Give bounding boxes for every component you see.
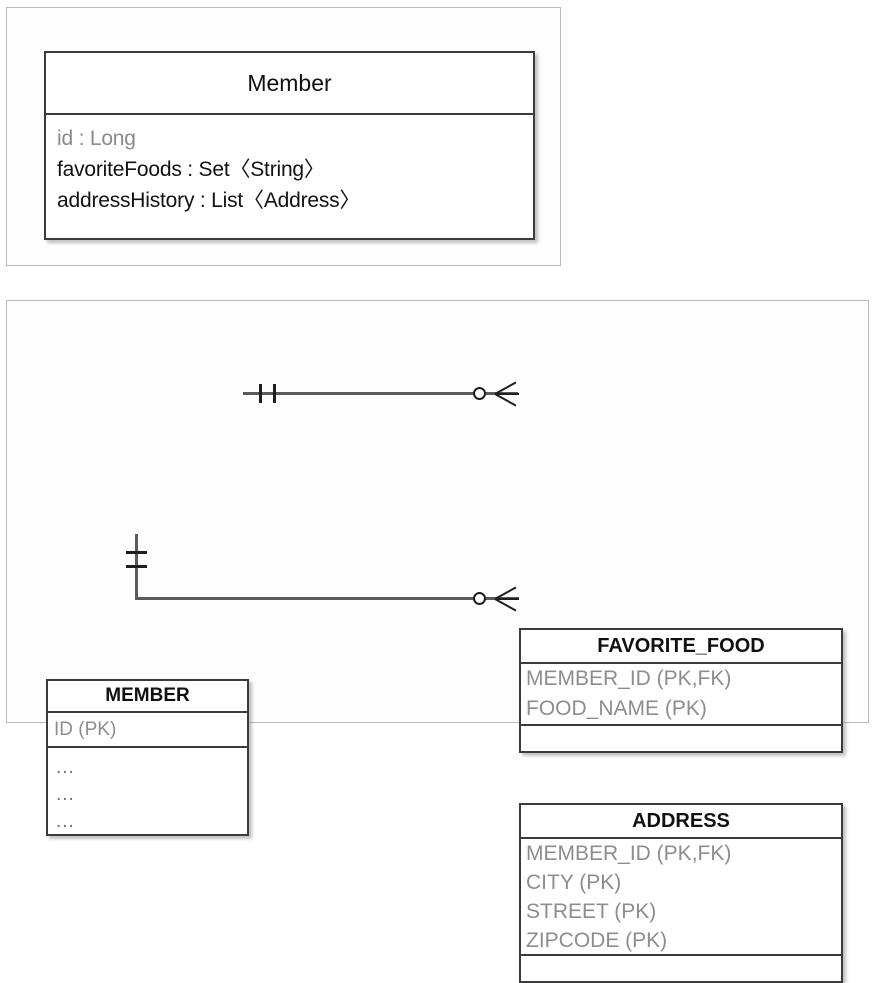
erd-table-address[interactable]: ADDRESS MEMBER_ID (PK,FK) CITY (PK) STRE… [519,803,843,983]
cardinality-one-tick-b-member-favorite-food [273,384,276,403]
cardinality-many-crowsfoot-address [494,586,519,612]
erd-table-favorite-food[interactable]: FAVORITE_FOOD MEMBER_ID (PK,FK) FOOD_NAM… [519,628,843,753]
erd-column-member-placeholder-1: ... [56,757,75,778]
relationship-line-member-favorite-food [243,392,518,395]
uml-attribute-address-history: addressHistory : List〈Address〉 [57,189,361,212]
erd-column-favorite-food-member-id: MEMBER_ID (PK,FK) [526,667,732,690]
cardinality-one-tick-b-member-address [126,565,147,568]
erd-column-compartment-address [521,954,841,983]
uml-attribute-id: id : Long [57,127,136,150]
erd-panel: MEMBER ID (PK) ... ... ... FAVORITE_FOOD… [6,300,869,983]
erd-column-address-street: STREET (PK) [526,900,657,923]
cardinality-zero-circle-favorite-food [473,387,486,400]
cardinality-one-tick-a-member-address [126,551,147,554]
erd-key-compartment-favorite-food: MEMBER_ID (PK,FK) FOOD_NAME (PK) [521,662,841,724]
erd-column-favorite-food-food-name: FOOD_NAME (PK) [526,697,707,720]
erd-key-compartment-address: MEMBER_ID (PK,FK) CITY (PK) STREET (PK) … [521,837,841,954]
uml-attribute-favorite-foods: favoriteFoods : Set〈String〉 [57,158,325,181]
erd-column-compartment-favorite-food [521,724,841,753]
erd-column-member-id: ID (PK) [54,719,117,740]
uml-class-box-member[interactable]: Member id : Long favoriteFoods : Set〈Str… [44,51,535,240]
cardinality-one-tick-a-member-favorite-food [259,384,262,403]
erd-column-address-city: CITY (PK) [526,871,622,894]
cardinality-many-crowsfoot-favorite-food [494,381,519,407]
uml-class-name: Member [247,70,332,96]
erd-column-address-zipcode: ZIPCODE (PK) [526,929,668,952]
uml-class-diagram-panel: Member id : Long favoriteFoods : Set〈Str… [6,7,561,266]
relationship-line-member-address-horizontal [135,597,519,600]
erd-table-member[interactable]: MEMBER ID (PK) ... ... ... [46,679,249,836]
erd-column-compartment-member: ... ... ... [48,746,247,836]
erd-table-name-address: ADDRESS [632,810,730,832]
erd-column-member-placeholder-3: ... [56,811,75,832]
uml-attribute-compartment: id : Long favoriteFoods : Set〈String〉 ad… [46,113,533,238]
cardinality-zero-circle-address [473,592,486,605]
erd-column-member-placeholder-2: ... [56,784,75,805]
erd-table-name-favorite-food: FAVORITE_FOOD [597,635,765,657]
erd-table-name-member: MEMBER [105,685,190,706]
erd-column-address-member-id: MEMBER_ID (PK,FK) [526,842,732,865]
